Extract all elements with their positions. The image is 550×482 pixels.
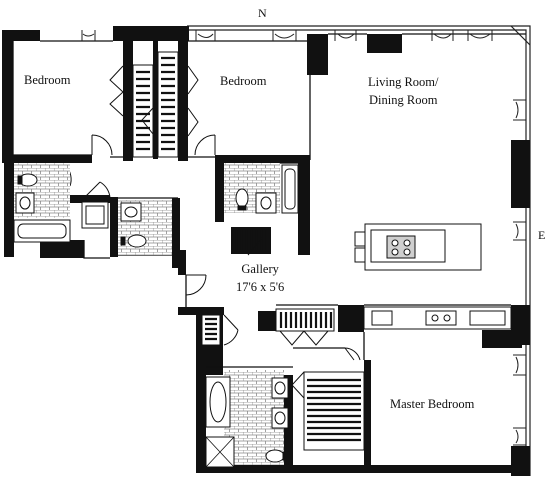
room-label-living-dining: Living Room/ Dining Room: [368, 73, 439, 109]
room-label-master-bedroom: Master Bedroom: [390, 397, 475, 411]
room-label-living-line2: Dining Room: [369, 93, 438, 107]
room-label-living-line1: Living Room/: [368, 75, 439, 89]
bathroom-fixtures: [13, 164, 299, 468]
closet-shelves: [136, 56, 361, 442]
room-label-bedroom-center: Bedroom: [220, 74, 267, 88]
north-windows: [81, 30, 526, 446]
bifold-doors: [109, 65, 329, 399]
room-label-bedroom-left: Bedroom: [24, 73, 71, 87]
room-label-gallery: Gallery 17'6 x 5'6: [236, 260, 284, 296]
compass-north: N: [258, 6, 267, 20]
room-label-gallery-name: Gallery: [241, 262, 279, 276]
kitchen-island: [354, 223, 482, 271]
laundry: [81, 201, 109, 229]
compass-east: E: [538, 228, 546, 242]
kitchen-counter: [363, 306, 512, 330]
room-label-gallery-dims: 17'6 x 5'6: [236, 280, 285, 294]
